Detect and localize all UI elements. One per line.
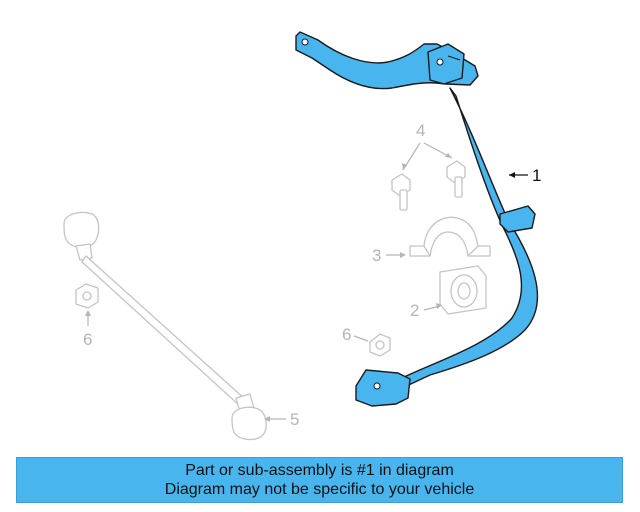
bushing <box>439 265 487 315</box>
callout-4: 4 <box>402 121 453 171</box>
parts-diagram: 1 4 3 2 6 <box>63 31 541 441</box>
callout-4-label: 4 <box>416 121 425 140</box>
bolt-hole <box>436 58 444 66</box>
callout-2: 2 <box>410 301 442 320</box>
callout-6-label: 6 <box>342 325 351 344</box>
callout-1-label: 1 <box>532 166 541 185</box>
info-banner: Part or sub-assembly is #1 in diagram Di… <box>16 457 623 503</box>
callout-5-label: 5 <box>290 410 299 429</box>
callout-6-left: 6 <box>83 310 92 349</box>
stabilizer-bar-collar <box>499 205 536 233</box>
bolts <box>391 160 466 211</box>
bolt-hole <box>373 382 381 390</box>
stabilizer-bar <box>295 31 539 407</box>
callout-6-label: 6 <box>83 330 92 349</box>
callout-1: 1 <box>509 166 541 185</box>
callout-2-label: 2 <box>410 301 419 320</box>
bushing-bracket <box>409 216 491 257</box>
bolt-hole <box>301 38 309 46</box>
callout-3: 3 <box>372 246 406 265</box>
callout-6-right: 6 <box>342 325 369 344</box>
stabilizer-link <box>63 211 267 441</box>
callout-3-label: 3 <box>372 246 381 265</box>
banner-line-1: Part or sub-assembly is #1 in diagram <box>185 462 454 479</box>
callout-5: 5 <box>264 410 299 429</box>
nut-right <box>369 333 391 357</box>
stabilizer-bar-upper-bushing <box>427 43 465 85</box>
stabilizer-bar-lower-end <box>355 369 411 407</box>
nut-left <box>75 283 99 309</box>
banner-line-2: Diagram may not be specific to your vehi… <box>164 481 475 498</box>
